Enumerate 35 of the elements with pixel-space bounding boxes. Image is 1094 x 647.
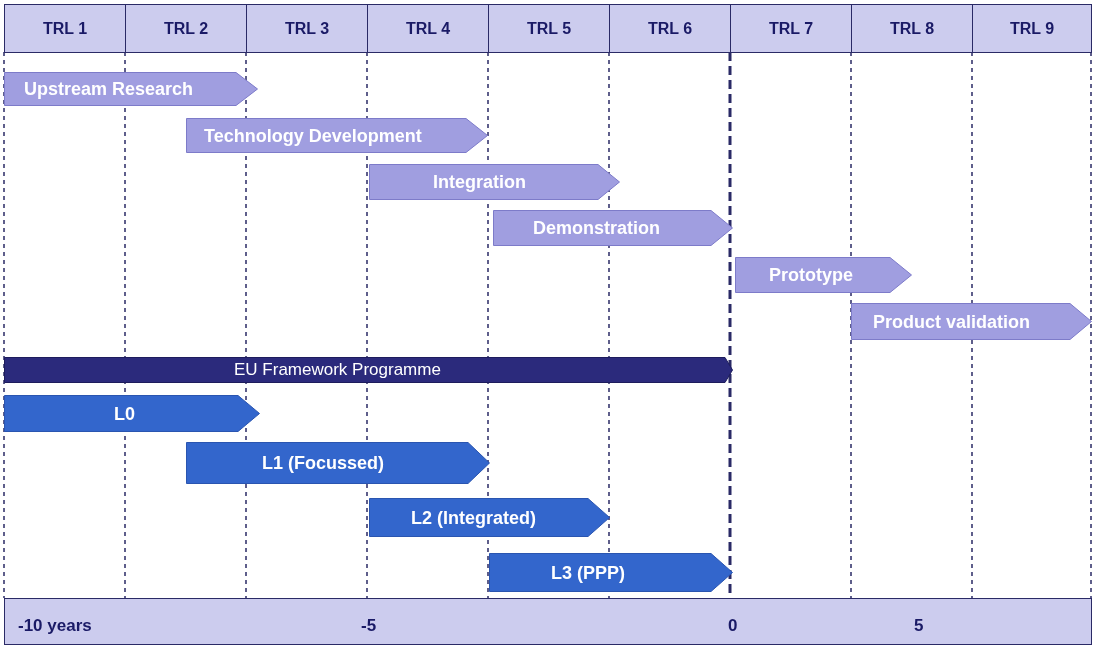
chevron-bar: [493, 210, 733, 246]
column-header: TRL 4: [367, 4, 489, 53]
column-header: TRL 1: [4, 4, 126, 53]
chevron-bar: [735, 257, 912, 293]
bar-label: Prototype: [769, 264, 853, 286]
bar-label: L2 (Integrated): [411, 507, 536, 528]
bar-label: Technology Development: [204, 125, 422, 146]
chevron-bar: [186, 442, 490, 484]
chevron-bar: [4, 72, 258, 106]
axis-label: 5: [914, 616, 924, 636]
column-header: TRL 2: [125, 4, 247, 53]
bar-label: Upstream Research: [24, 78, 194, 100]
column-header: TRL 6: [609, 4, 731, 53]
column-header: TRL 8: [851, 4, 973, 53]
chevron-bar: [4, 395, 260, 432]
axis-label: -5: [361, 616, 377, 636]
axis-label: 0: [728, 616, 738, 636]
chevron-bar: [369, 164, 620, 200]
chevron-bar: [186, 118, 488, 153]
bar-label: Integration: [433, 171, 526, 193]
chevron-bar: [851, 303, 1092, 340]
chevron-bar: [4, 357, 733, 383]
bar-label: Product validation: [873, 311, 1031, 332]
column-header: TRL 5: [488, 4, 610, 53]
column-header: TRL 9: [972, 4, 1092, 53]
axis-label: -10 years: [18, 616, 92, 636]
column-header: TRL 7: [730, 4, 852, 53]
bar-label: L1 (Focussed): [262, 452, 385, 474]
bar-label: L0: [114, 403, 135, 424]
column-header: TRL 3: [246, 4, 368, 53]
chevron-bar: [489, 553, 733, 592]
bar-label: L3 (PPP): [551, 562, 625, 583]
chevron-bar: [369, 498, 610, 537]
bar-label: EU Framework Programme: [234, 360, 441, 380]
bar-label: Demonstration: [533, 217, 660, 239]
